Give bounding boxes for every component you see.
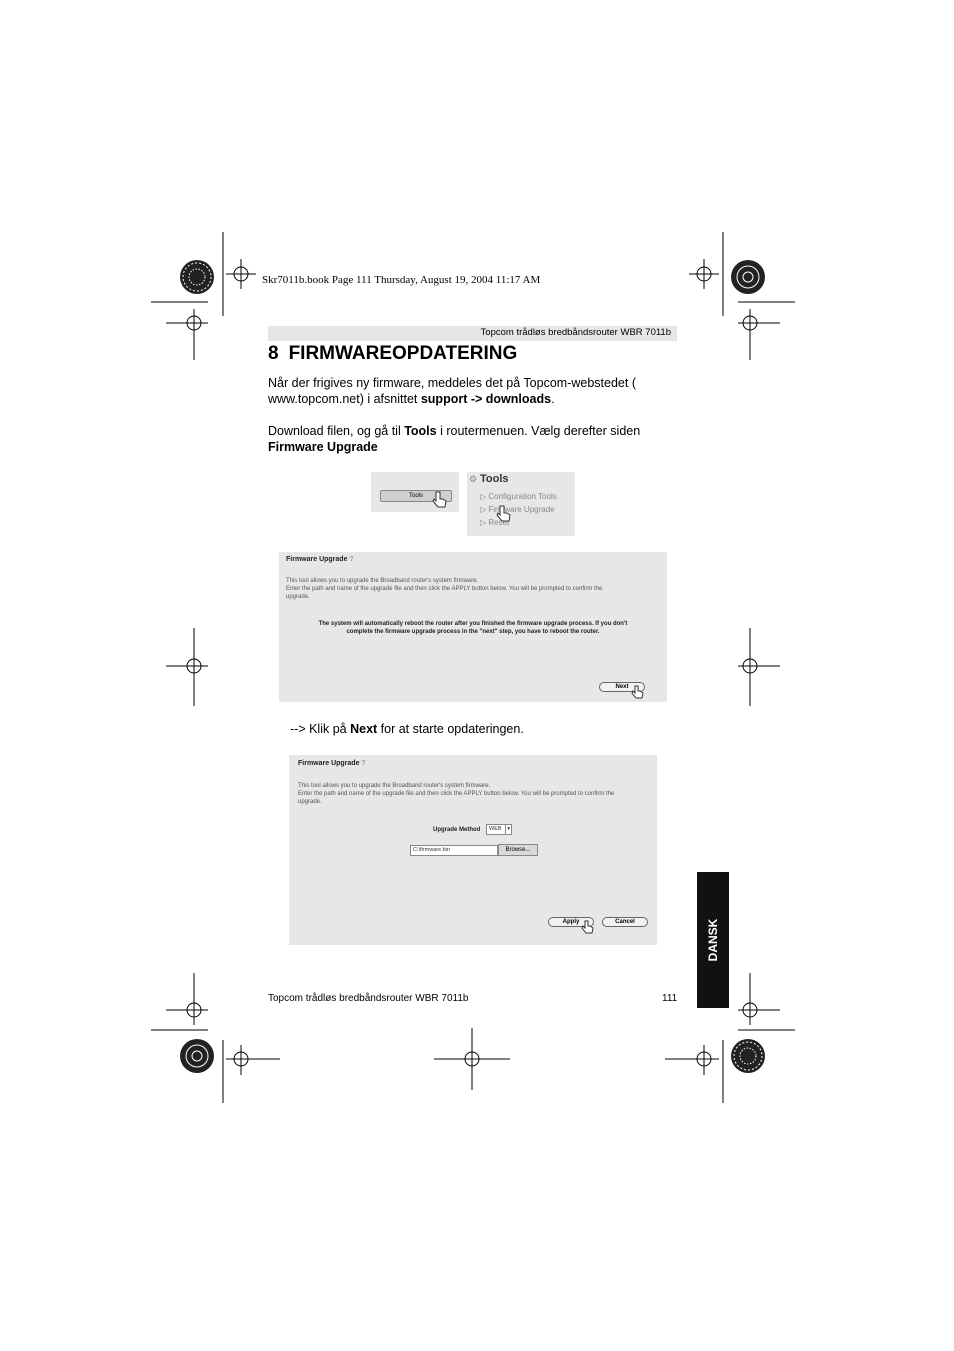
screenshot-title: Firmware Upgrade ? [286,556,354,563]
paragraph-text: i routermenuen. Vælg derefter siden [436,424,641,438]
crosshair-icon [434,1028,510,1090]
section-title: FIRMWAREOPDATERING [288,343,518,364]
crosshair-icon [738,973,780,1025]
reboot-warning: The system will automatically reboot the… [286,620,660,636]
menu-item-firmware-upgrade[interactable]: ▷ Firmware Upgrade [480,505,555,514]
screenshot-description: This tool allows you to upgrade the Broa… [298,782,650,806]
chevron-down-icon: ▾ [505,825,510,834]
apply-button[interactable]: Apply [548,917,594,927]
language-side-tab: DANSK [697,872,729,1008]
tools-button-screenshot: Tools [371,472,459,512]
crosshair-icon [738,628,780,706]
crosshair-icon [166,628,208,706]
upgrade-method-value: WEB [489,826,502,832]
tools-menu-screenshot: ⚙ Tools ▷ Configuration Tools ▷ Firmware… [467,472,575,536]
paragraph-intro: Når der frigives ny firmware, meddeles d… [268,375,636,407]
section-heading: 8 FIRMWAREOPDATERING [268,343,517,365]
print-info-line: Skr7011b.book Page 111 Thursday, August … [262,274,541,286]
footer-title: Topcom trådløs bredbåndsrouter WBR 7011b [268,993,469,1004]
star-target-icon [731,260,765,294]
instruction-text: --> Klik på [290,722,351,736]
running-header-text: Topcom trådløs bredbåndsrouter WBR 7011b [480,327,671,338]
running-header-bar: Topcom trådløs bredbåndsrouter WBR 7011b [268,326,677,341]
menu-item-label: Firmware Upgrade [488,505,555,514]
hand-cursor-icon [496,505,511,522]
firmware-upgrade-screenshot-1: Firmware Upgrade ? This tool allows you … [279,552,667,702]
firmware-upgrade-bold-text: Firmware Upgrade [268,440,378,454]
menu-item-label: Configuration Tools [488,492,557,501]
crosshair-icon [166,309,208,360]
description-line: upgrade. [286,594,310,600]
description-line: Enter the path and name of the upgrade f… [298,791,615,797]
instruction-line: --> Klik på Next for at starte opdaterin… [290,721,524,737]
screenshot-description: This tool allows you to upgrade the Broa… [286,577,656,601]
menu-item-label: Reset [488,518,510,527]
crosshair-icon [738,309,780,360]
screenshot-title: Firmware Upgrade ? [298,760,366,767]
help-icon: ? [361,760,366,767]
description-line: This tool allows you to upgrade the Broa… [298,783,491,789]
crosshair-icon [226,259,256,289]
warning-line: The system will automatically reboot the… [318,621,628,627]
firmware-upgrade-screenshot-2: Firmware Upgrade ? This tool allows you … [289,755,657,945]
help-icon: ? [349,556,354,563]
browse-button[interactable]: Browse... [498,844,538,856]
section-number: 8 [268,343,279,364]
paragraph-line: Firmware Upgrade [268,439,640,455]
star-target-icon [180,1039,214,1073]
hand-cursor-icon [432,491,447,508]
crosshair-icon [665,1045,719,1075]
paragraph-line: Download filen, og gå til Tools i router… [268,423,640,439]
page-number: 111 [662,993,678,1004]
menu-item-configuration-tools[interactable]: ▷ Configuration Tools [480,492,557,501]
warning-line: complete the firmware upgrade process in… [346,629,600,635]
paragraph-line: www.topcom.net) i afsnittet support -> d… [268,391,636,407]
tools-bold-text: Tools [404,424,437,438]
tools-menu-list: ▷ Configuration Tools ▷ Firmware Upgrade… [480,490,557,529]
description-line: This tool allows you to upgrade the Broa… [286,578,479,584]
description-line: upgrade. [298,799,322,805]
crosshair-icon [689,259,719,289]
instruction-text: for at starte opdateringen. [377,722,524,736]
hand-cursor-icon [581,920,594,934]
cancel-button[interactable]: Cancel [602,917,648,927]
star-target-icon [731,1039,765,1073]
upgrade-method-label: Upgrade Method [433,827,481,833]
star-target-icon [180,260,214,294]
firmware-file-input[interactable]: C:\firmware.bin [410,845,498,856]
hand-cursor-icon [631,685,644,699]
crosshair-icon [226,1045,280,1075]
paragraph-text: Download filen, og gå til [268,424,405,438]
next-button[interactable]: Next [599,682,645,692]
description-line: Enter the path and name of the upgrade f… [286,586,603,592]
language-tab-label: DANSK [706,918,720,962]
paragraph-line: Når der frigives ny firmware, meddeles d… [268,376,636,390]
crosshair-icon [166,973,208,1025]
paragraph-text: www.topcom.net) i afsnittet [268,392,421,406]
upgrade-method-select[interactable]: WEB▾ [486,824,512,835]
paragraph-text: . [551,392,555,406]
gear-icon: ⚙ [469,474,478,484]
tools-menu-title: Tools [480,473,509,485]
paragraph-download: Download filen, og gå til Tools i router… [268,423,640,455]
menu-item-reset[interactable]: ▷ Reset [480,518,510,527]
next-bold-text: Next [350,722,378,736]
downloads-link-text: support -> downloads [420,392,552,406]
